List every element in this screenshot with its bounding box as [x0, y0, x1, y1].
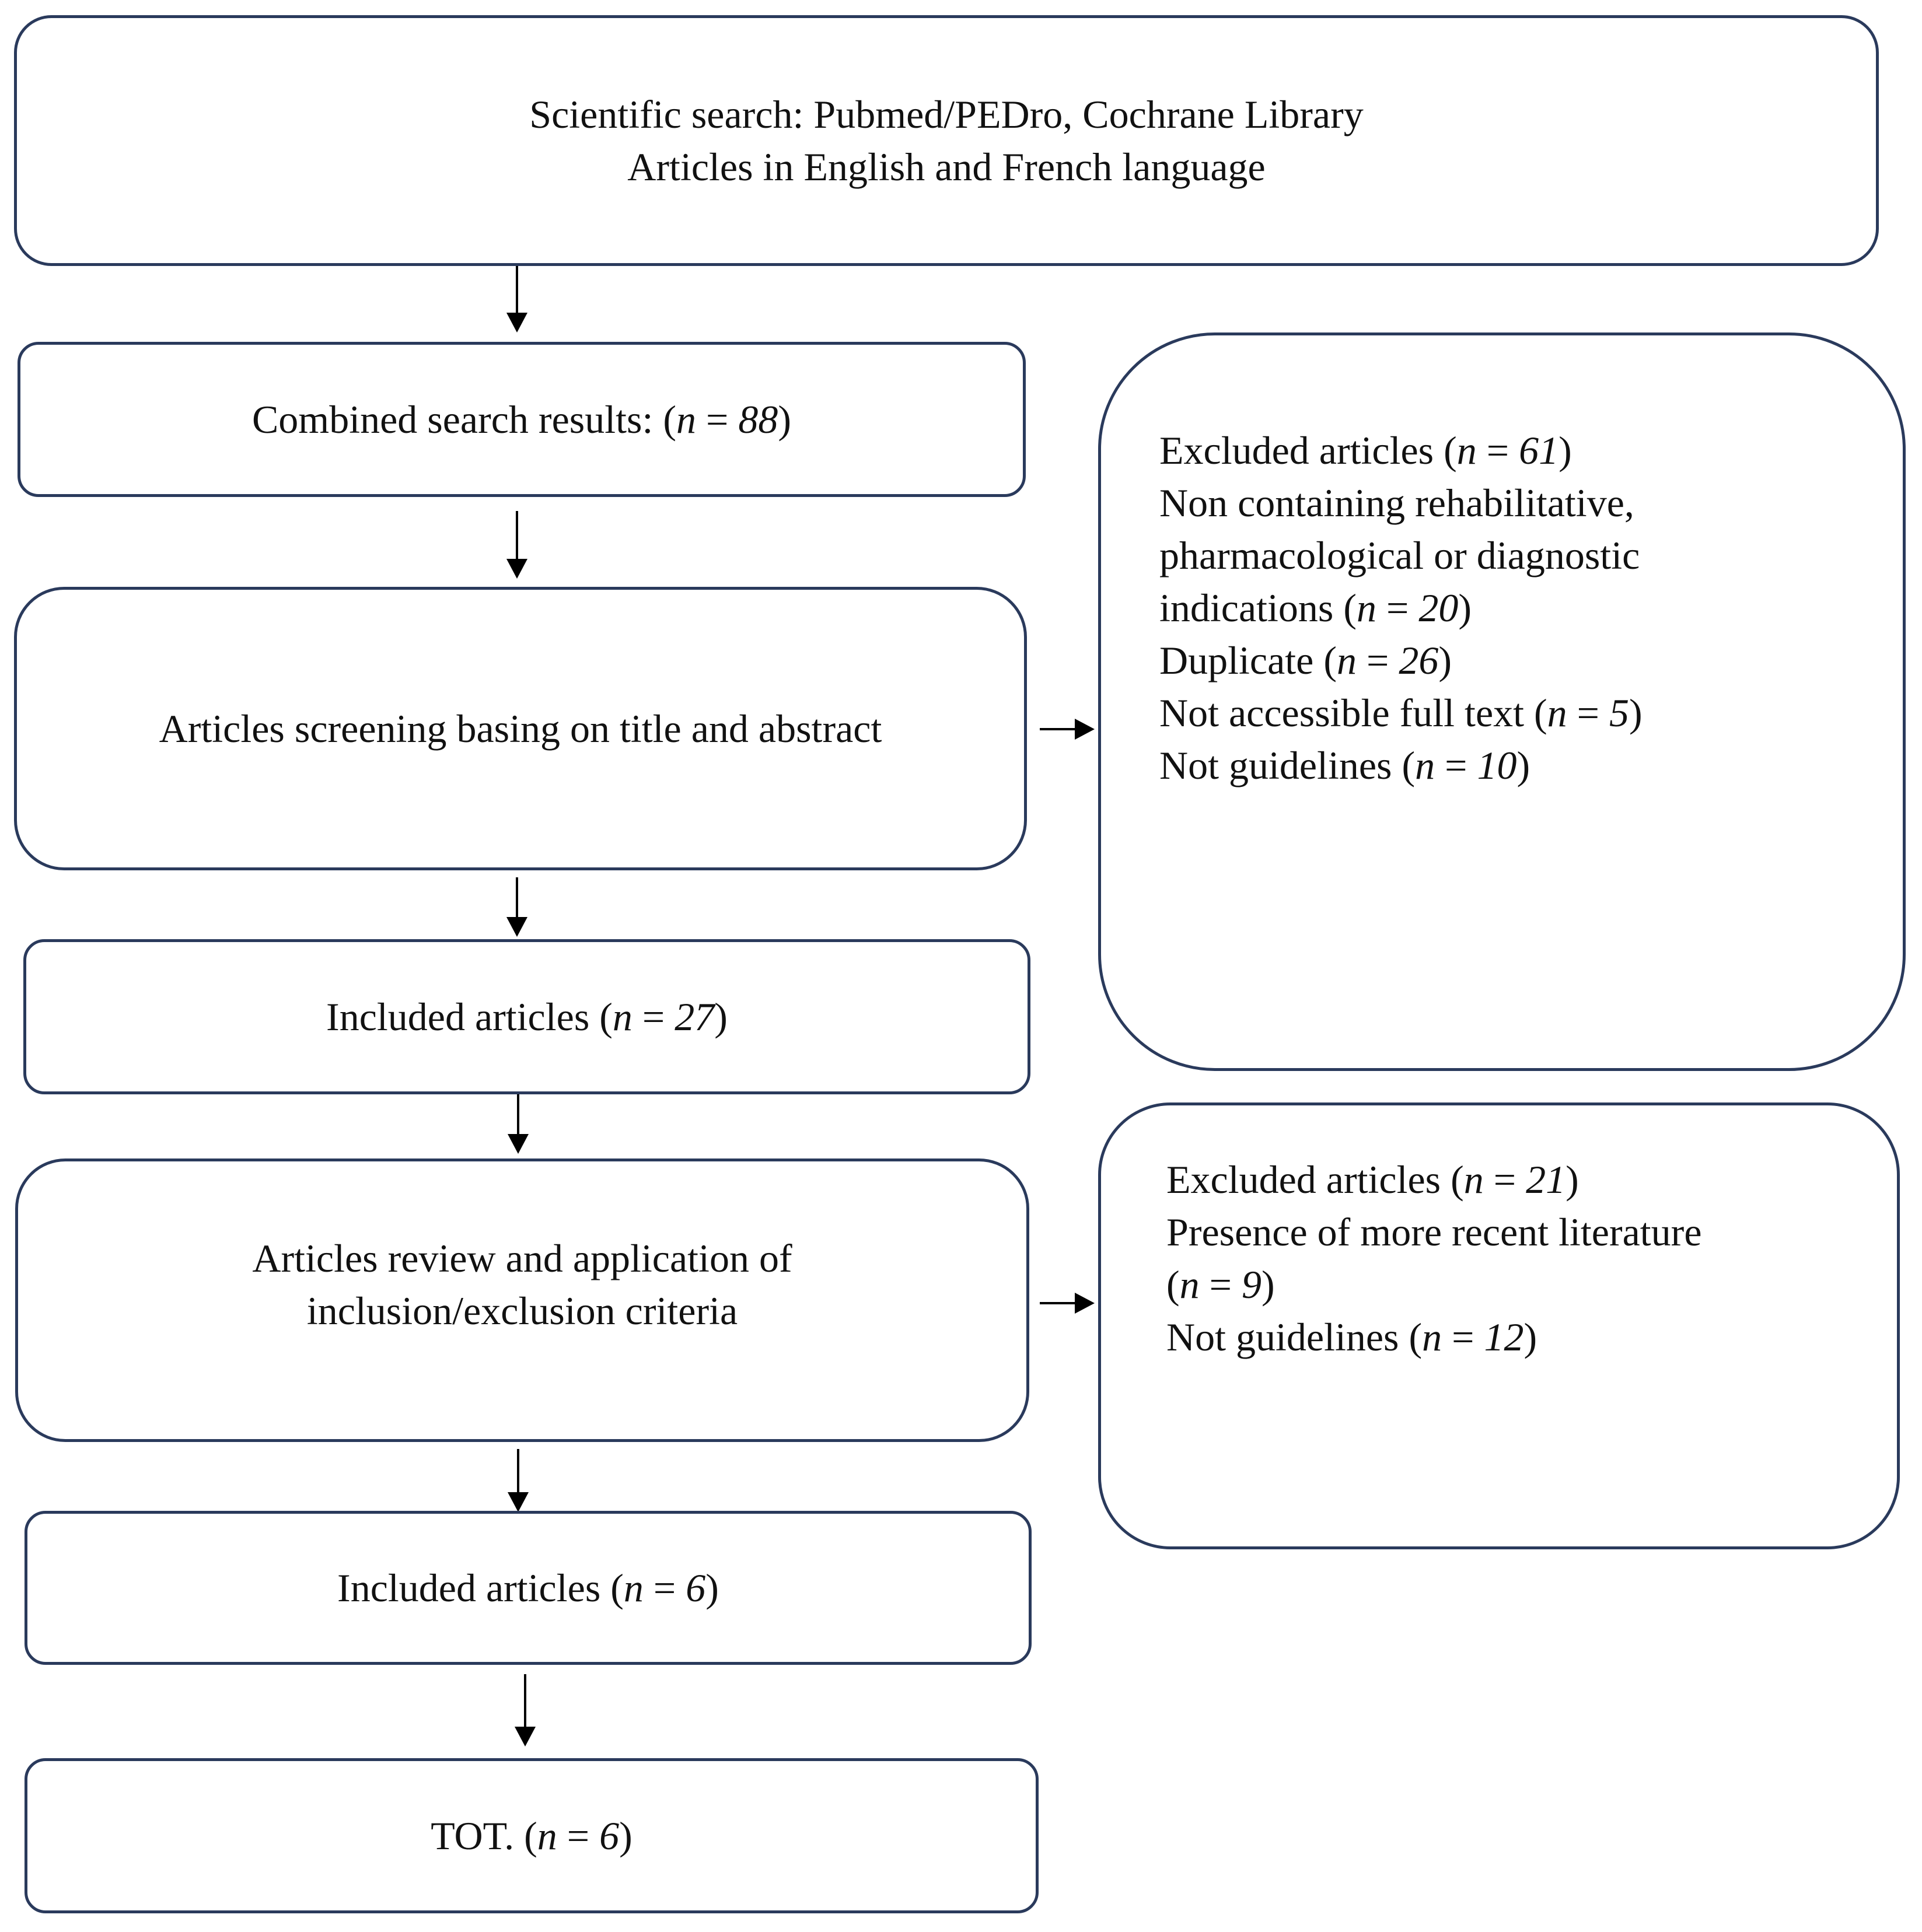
- search-box: Scientific search: Pubmed/PEDro, Cochran…: [14, 15, 1879, 266]
- review-text: Articles review and application of inclu…: [252, 1232, 792, 1337]
- review-line-1: Articles review and application of: [252, 1236, 792, 1280]
- review-line-2: inclusion/exclusion criteria: [306, 1289, 738, 1333]
- excluded-1-reason-duplicate: Duplicate (n = 26): [1159, 638, 1452, 682]
- combined-eq: =: [696, 397, 739, 442]
- excluded-1-total: Excluded articles (n = 61): [1159, 428, 1572, 473]
- arrow-right-2: [1040, 1292, 1095, 1315]
- excluded-1-reason-line-a: Non containing rehabilitative,: [1159, 481, 1634, 525]
- total-text: TOT. (n = 6): [431, 1814, 632, 1858]
- excluded-1-reason-line-b: pharmacological or diagnostic: [1159, 533, 1640, 578]
- combined-n-value: 88: [738, 397, 778, 442]
- arrow-down-4: [506, 1094, 530, 1154]
- included-1-text: Included articles (n = 27): [326, 995, 728, 1039]
- combined-results-text: Combined search results: (n = 88): [252, 393, 791, 446]
- search-line-1: Scientific search: Pubmed/PEDro, Cochran…: [529, 92, 1364, 136]
- review-box: Articles review and application of inclu…: [15, 1158, 1029, 1442]
- arrow-down-6: [513, 1674, 537, 1746]
- included-2-text: Included articles (n = 6): [337, 1566, 719, 1610]
- excluded-box-1: Excluded articles (n = 61) Non containin…: [1098, 332, 1906, 1071]
- excluded-1-text: Excluded articles (n = 61) Non containin…: [1159, 424, 1643, 792]
- excluded-2-reason-recent-b: (n = 9): [1166, 1262, 1275, 1307]
- excluded-2-reason-recent-a: Presence of more recent literature: [1166, 1210, 1702, 1254]
- arrow-down-1: [505, 266, 529, 332]
- combined-n-label: n: [676, 397, 697, 442]
- combined-prefix: Combined search results: (: [251, 397, 677, 442]
- excluded-box-2: Excluded articles (n = 21) Presence of m…: [1098, 1102, 1900, 1549]
- arrow-down-5: [506, 1449, 530, 1512]
- excluded-2-reason-not-guidelines: Not guidelines (n = 12): [1166, 1315, 1537, 1359]
- excluded-2-total: Excluded articles (n = 21): [1166, 1157, 1579, 1202]
- arrow-down-3: [505, 877, 529, 937]
- arrow-down-2: [505, 511, 529, 579]
- excluded-1-reason-not-accessible: Not accessible full text (n = 5): [1159, 691, 1643, 735]
- screening-text: Articles screening basing on title and a…: [159, 706, 882, 751]
- excluded-1-reason-not-guidelines: Not guidelines (n = 10): [1159, 743, 1530, 788]
- included-articles-box-1: Included articles (n = 27): [23, 939, 1030, 1094]
- included-articles-box-2: Included articles (n = 6): [25, 1511, 1032, 1665]
- screening-box: Articles screening basing on title and a…: [14, 587, 1027, 870]
- excluded-1-reason-indications: indications (n = 20): [1159, 586, 1472, 630]
- search-box-text: Scientific search: Pubmed/PEDro, Cochran…: [529, 88, 1363, 193]
- total-box: TOT. (n = 6): [25, 1758, 1039, 1913]
- excluded-2-text: Excluded articles (n = 21) Presence of m…: [1166, 1153, 1702, 1363]
- arrow-right-1: [1040, 718, 1095, 741]
- search-line-2: Articles in English and French language: [627, 145, 1266, 189]
- combined-suffix: ): [778, 397, 792, 442]
- combined-results-box: Combined search results: (n = 88): [18, 342, 1026, 497]
